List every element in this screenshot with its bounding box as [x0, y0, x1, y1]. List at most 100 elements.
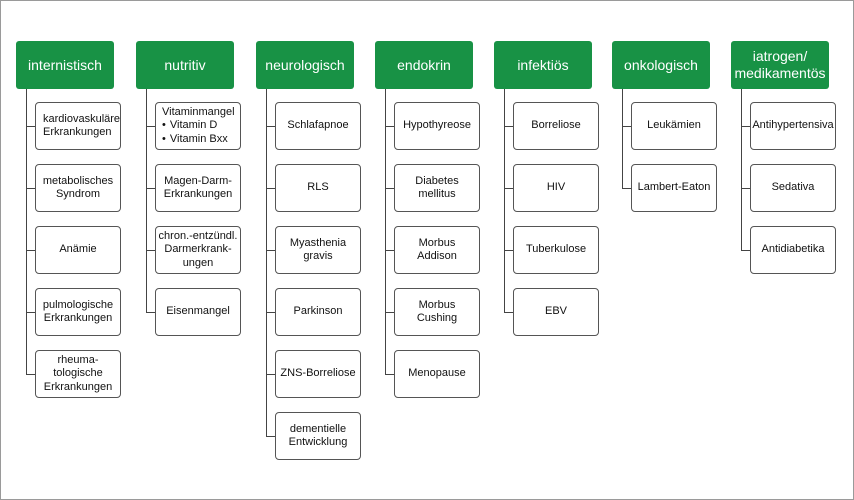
condition-box: RLS: [275, 164, 361, 212]
connector-branch: [504, 126, 515, 127]
connector-branch: [266, 374, 277, 375]
condition-label: Morbus Cushing: [416, 298, 458, 325]
connector-branch: [266, 436, 277, 437]
condition-box: rheuma- tologische Erkrankungen: [35, 350, 121, 398]
condition-label: chron.-entzündl. Darmerkrank- ungen: [158, 229, 238, 269]
condition-label: Sedativa: [771, 181, 815, 194]
connector-branch: [146, 250, 157, 251]
condition-box: Eisenmangel: [155, 288, 241, 336]
condition-box: Diabetes mellitus: [394, 164, 480, 212]
connector-vertical: [266, 89, 267, 437]
condition-label: Hypothyreose: [403, 119, 471, 132]
condition-label: Myasthenia gravis: [289, 236, 347, 263]
condition-label: Vitaminmangel: [162, 105, 235, 118]
category-header-iatrogen-medikamentös: iatrogen/ medikamentös: [731, 41, 829, 89]
condition-box: Schlafapnoe: [275, 102, 361, 150]
condition-box: Tuberkulose: [513, 226, 599, 274]
connector-branch: [26, 250, 37, 251]
connector-branch: [504, 250, 515, 251]
connector-branch: [266, 188, 277, 189]
condition-label: kardiovaskuläre Erkrankungen: [43, 112, 121, 139]
condition-label: Antihypertensiva: [752, 119, 834, 132]
condition-label: EBV: [544, 305, 567, 318]
condition-label: Tuberkulose: [525, 243, 587, 256]
condition-box: Morbus Addison: [394, 226, 480, 274]
condition-label: metabolisches Syndrom: [42, 174, 114, 201]
category-header-endokrin: endokrin: [375, 41, 473, 89]
category-header-onkologisch: onkologisch: [612, 41, 710, 89]
condition-label: Lambert-Eaton: [637, 181, 711, 194]
condition-label: Borreliose: [531, 119, 581, 132]
condition-box: Hypothyreose: [394, 102, 480, 150]
condition-subitem: Vitamin Bxx: [162, 133, 228, 147]
condition-label: Magen-Darm- Erkrankungen: [163, 174, 233, 201]
condition-label: Parkinson: [293, 305, 343, 318]
condition-box: Antihypertensiva: [750, 102, 836, 150]
connector-branch: [26, 126, 37, 127]
condition-box: Parkinson: [275, 288, 361, 336]
connector-vertical: [504, 89, 505, 313]
condition-label: Eisenmangel: [166, 305, 230, 318]
condition-box: dementielle Entwicklung: [275, 412, 361, 460]
condition-label: pulmologische Erkrankungen: [42, 298, 114, 325]
condition-label: RLS: [307, 181, 329, 194]
condition-box: pulmologische Erkrankungen: [35, 288, 121, 336]
condition-box: kardiovaskuläre Erkrankungen: [35, 102, 121, 150]
connector-branch: [741, 250, 752, 251]
condition-label: HIV: [546, 181, 566, 194]
condition-box: Lambert-Eaton: [631, 164, 717, 212]
condition-box: Magen-Darm- Erkrankungen: [155, 164, 241, 212]
connector-branch: [741, 126, 752, 127]
connector-vertical: [385, 89, 386, 375]
connector-branch: [741, 188, 752, 189]
connector-vertical: [741, 89, 742, 251]
connector-branch: [385, 188, 396, 189]
connector-branch: [26, 188, 37, 189]
condition-box: HIV: [513, 164, 599, 212]
category-header-nutritiv: nutritiv: [136, 41, 234, 89]
condition-box: Antidiabetika: [750, 226, 836, 274]
condition-label: Menopause: [408, 367, 466, 380]
condition-label: Schlafapnoe: [287, 119, 349, 132]
condition-label: Anämie: [59, 243, 97, 256]
connector-branch: [146, 188, 157, 189]
condition-box: EBV: [513, 288, 599, 336]
connector-branch: [146, 312, 157, 313]
condition-subitem: Vitamin D: [162, 119, 217, 133]
connector-vertical: [26, 89, 27, 375]
connector-branch: [504, 188, 515, 189]
condition-box: chron.-entzündl. Darmerkrank- ungen: [155, 226, 241, 274]
connector-branch: [146, 126, 157, 127]
condition-box: Sedativa: [750, 164, 836, 212]
condition-box: metabolisches Syndrom: [35, 164, 121, 212]
connector-branch: [26, 312, 37, 313]
condition-box: Borreliose: [513, 102, 599, 150]
category-header-internistisch: internistisch: [16, 41, 114, 89]
condition-box: Anämie: [35, 226, 121, 274]
condition-box: VitaminmangelVitamin DVitamin Bxx: [155, 102, 241, 150]
condition-label: dementielle Entwicklung: [288, 422, 348, 449]
connector-branch: [622, 126, 633, 127]
connector-vertical: [146, 89, 147, 313]
condition-label: Diabetes mellitus: [415, 174, 459, 201]
category-header-infektiös: infektiös: [494, 41, 592, 89]
condition-box: Myasthenia gravis: [275, 226, 361, 274]
condition-label: Morbus Addison: [417, 236, 457, 263]
condition-box: ZNS-Borreliose: [275, 350, 361, 398]
connector-branch: [385, 250, 396, 251]
condition-label: rheuma- tologische Erkrankungen: [43, 353, 113, 393]
condition-box: Morbus Cushing: [394, 288, 480, 336]
category-header-neurologisch: neurologisch: [256, 41, 354, 89]
condition-label: ZNS-Borreliose: [280, 367, 356, 380]
connector-vertical: [622, 89, 623, 189]
connector-branch: [266, 126, 277, 127]
connector-branch: [622, 188, 633, 189]
condition-box: Leukämien: [631, 102, 717, 150]
connector-branch: [266, 250, 277, 251]
condition-box: Menopause: [394, 350, 480, 398]
connector-branch: [385, 126, 396, 127]
connector-branch: [385, 374, 396, 375]
connector-branch: [26, 374, 37, 375]
connector-branch: [504, 312, 515, 313]
